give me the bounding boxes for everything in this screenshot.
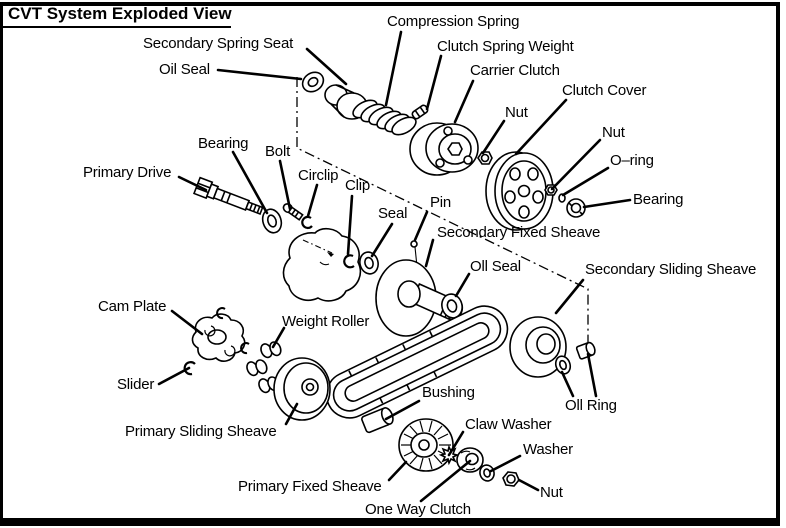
label-washer: Washer [523, 441, 573, 458]
bushing-part [361, 406, 395, 433]
oil-seal-mid-part [439, 292, 465, 320]
bearing-left-part [260, 207, 285, 235]
label-nut-top: Nut [505, 104, 528, 121]
washer-part [478, 463, 496, 482]
label-one-way-clutch: One Way Clutch [365, 501, 471, 518]
label-oil-seal-mid: Oll Seal [470, 258, 521, 275]
weight-roller-parts [245, 338, 283, 396]
page-title: CVT System Exploded View [8, 4, 232, 23]
leader-bushing [386, 401, 419, 419]
label-bearing-left: Bearing [198, 135, 249, 152]
leader-bearing-left [233, 152, 267, 213]
leader-secondary-spring-seat [307, 49, 346, 84]
leader-primary-sliding-sheave [286, 404, 297, 424]
clutch-cover-part [486, 152, 553, 230]
label-oil-ring: Oll Ring [565, 397, 617, 414]
leader-slider [159, 368, 189, 384]
label-bearing-right: Bearing [633, 191, 684, 208]
leader-washer [491, 456, 520, 471]
label-nut-right: Nut [602, 124, 625, 141]
leader-carrier-clutch [455, 81, 473, 122]
leader-o-ring [563, 168, 608, 195]
assembly-centerline [297, 77, 588, 345]
leader-oil-seal-top [218, 70, 301, 79]
carrier-clutch-part [410, 123, 478, 175]
leader-clutch-spring-weight [427, 56, 441, 109]
label-secondary-sliding-sheave: Secondary Sliding Sheave [585, 261, 757, 278]
clip-part [344, 255, 354, 267]
label-o-ring: O–ring [610, 152, 654, 169]
primary-sliding-sheave-part [274, 358, 330, 420]
nut-bottom-part [503, 472, 519, 486]
leader-primary-drive [179, 177, 206, 190]
label-carrier-clutch: Carrier Clutch [470, 62, 560, 79]
label-clutch-cover: Clutch Cover [562, 82, 647, 99]
leader-oil-seal-mid [456, 274, 469, 296]
leader-primary-fixed-sheave [389, 462, 406, 480]
label-bolt: Bolt [265, 143, 291, 160]
label-clutch-spring-weight: Clutch Spring Weight [437, 38, 574, 55]
nut-top-part [478, 152, 492, 164]
oil-seal-top-part [299, 68, 327, 95]
primary-fixed-sheave-part [399, 419, 453, 471]
label-weight-roller: Weight Roller [282, 313, 370, 330]
primary-drive-part [194, 178, 265, 219]
label-bushing: Bushing [422, 384, 475, 401]
clutch-spring-weight-part [411, 104, 429, 120]
label-secondary-spring-seat: Secondary Spring Seat [143, 35, 294, 52]
label-primary-fixed-sheave: Primary Fixed Sheave [238, 478, 382, 495]
leader-seal [372, 224, 392, 256]
slider-part [185, 362, 195, 374]
label-circlip: Circlip [298, 167, 339, 184]
leader-nut-top [483, 121, 504, 153]
leader-clutch-cover [516, 100, 566, 154]
label-secondary-fixed-sheave: Secondary Fixed Sheave [437, 224, 601, 241]
parts [185, 68, 597, 486]
leader-circlip [308, 185, 317, 216]
guide-clip-parts [217, 308, 249, 353]
label-nut-bottom: Nut [540, 484, 563, 501]
v-belt-part [319, 298, 515, 425]
label-claw-washer: Claw Washer [465, 416, 552, 433]
label-slider: Slider [117, 376, 155, 393]
crankcase-part [283, 229, 360, 301]
label-seal: Seal [378, 205, 408, 222]
leader-bearing-right [584, 200, 630, 207]
leader-weight-roller [273, 328, 284, 347]
leader-lines [159, 32, 630, 501]
label-compression-spring: Compression Spring [387, 13, 520, 30]
label-pin: Pin [430, 194, 452, 211]
cam-plate-part [192, 314, 244, 361]
leader-nut-bottom [519, 480, 538, 490]
label-clip: Clip [345, 177, 371, 194]
leader-secondary-sliding-sheave [556, 280, 583, 313]
secondary-sliding-sheave-part [510, 317, 566, 377]
leader-one-way-clutch [421, 461, 470, 501]
leader-nut-right [552, 140, 600, 189]
leader-oil-ring [562, 372, 573, 396]
leader-bolt [280, 161, 290, 209]
label-primary-drive: Primary Drive [83, 164, 172, 181]
bearing-right-part [567, 199, 585, 217]
leader-oil-ring [588, 354, 596, 396]
label-oil-seal-top: Oil Seal [159, 61, 210, 78]
leader-claw-washer [449, 432, 463, 455]
leader-cam-plate [172, 311, 202, 334]
bolt-part [282, 202, 303, 220]
seal-part [357, 250, 380, 276]
circlip-part [302, 217, 312, 228]
leader-pin [415, 212, 427, 240]
leader-compression-spring [386, 32, 401, 105]
label-cam-plate: Cam Plate [98, 298, 167, 315]
leader-secondary-fixed-sheave [426, 240, 433, 266]
label-primary-sliding-sheave: Primary Sliding Sheave [125, 423, 277, 440]
title-underline [0, 26, 231, 28]
compression-spring-part [350, 97, 419, 139]
leader-clip [348, 196, 352, 254]
